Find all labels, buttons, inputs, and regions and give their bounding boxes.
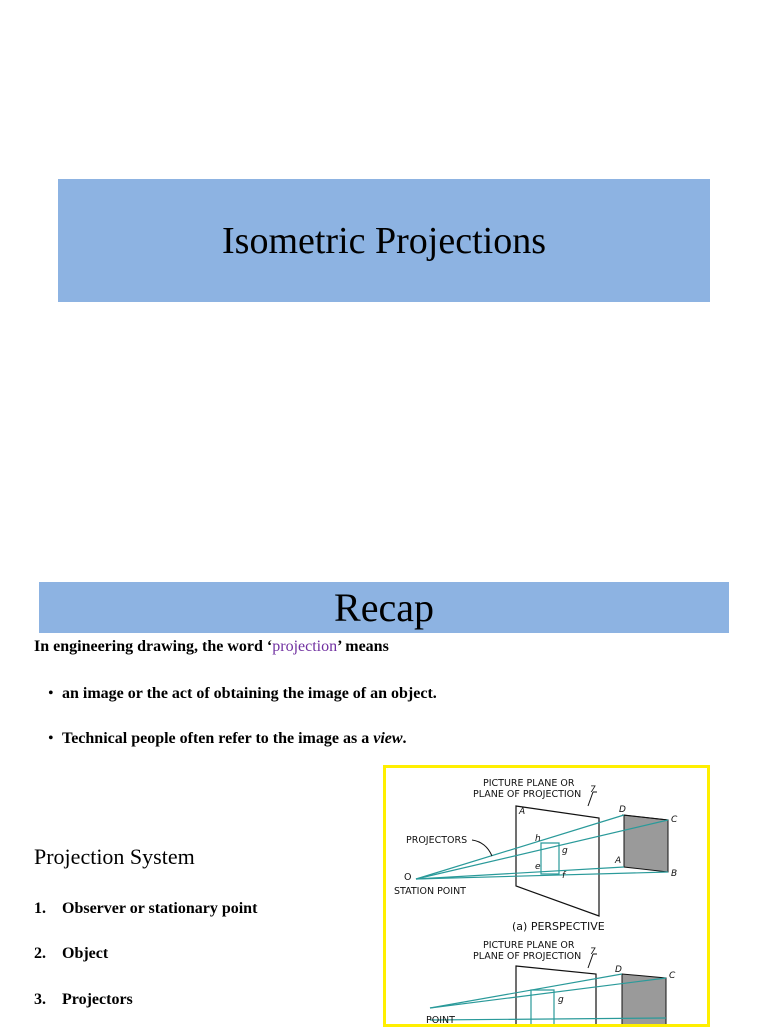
label-h: h	[535, 834, 541, 844]
bottom-plane-label-1: PICTURE PLANE OR	[483, 940, 575, 951]
bottom-projector-lines	[429, 973, 667, 1024]
label-seven: 7	[590, 785, 596, 795]
projectors-leader	[471, 839, 493, 857]
leader-line	[587, 791, 597, 807]
perspective-projection-figure: PICTURE PLANE OR PLANE OF PROJECTION 7 A…	[383, 765, 710, 1027]
label-g: g	[562, 846, 568, 856]
projector-lines	[415, 814, 669, 880]
label-c: C	[671, 815, 678, 825]
projectors-label: PROJECTORS	[406, 835, 467, 846]
bullet-dot: •	[48, 685, 54, 702]
bottom-point-label: POINT	[426, 1015, 455, 1024]
bottom-label-seven: 7	[590, 947, 596, 957]
list-number: 2.	[34, 945, 46, 962]
title-banner: Isometric Projections	[58, 179, 710, 302]
plane-label-2: PLANE OF PROJECTION	[473, 789, 581, 800]
list-number: 1.	[34, 900, 46, 917]
list-text: Observer or stationary point	[62, 900, 258, 917]
list-text: Projectors	[62, 991, 133, 1008]
station-point-label: STATION POINT	[394, 886, 466, 897]
list-item: 2. Object	[34, 945, 108, 963]
plane-label-1: PICTURE PLANE OR	[483, 778, 575, 789]
list-item: 1. Observer or stationary point	[34, 900, 257, 918]
object-edge	[621, 814, 669, 821]
projection-diagram: PICTURE PLANE OR PLANE OF PROJECTION 7 A…	[394, 778, 678, 1024]
label-f: f	[562, 871, 567, 881]
bullet-text: Technical people often refer to the imag…	[62, 730, 374, 747]
bullet-text: an image or the act of obtaining the ima…	[62, 685, 437, 702]
label-b: B	[671, 869, 677, 879]
intro-before: In engineering drawing, the word ‘	[34, 638, 273, 655]
list-text: Object	[62, 945, 109, 962]
bullet-italic: view	[373, 730, 403, 747]
o-label: O	[404, 872, 411, 883]
picture-plane	[515, 805, 600, 917]
object-face	[623, 814, 669, 873]
label-a: A	[614, 856, 621, 866]
list-item: 3. Projectors	[34, 991, 133, 1009]
bottom-leader-line	[587, 953, 597, 969]
label-a-top: A	[518, 807, 525, 817]
bullet-dot: •	[48, 730, 54, 747]
bottom-label-c: C	[669, 971, 676, 981]
bullet-item-2: • Technical people often refer to the ima…	[48, 730, 407, 748]
bullet-end: .	[402, 730, 407, 747]
bottom-object-face	[621, 973, 667, 1024]
intro-text: In engineering drawing, the word ‘projec…	[34, 638, 389, 656]
bullet-item-1: • an image or the act of obtaining the im…	[48, 685, 437, 703]
bottom-plane-label-2: PLANE OF PROJECTION	[473, 951, 581, 962]
label-e: e	[535, 862, 541, 872]
label-d: D	[619, 805, 626, 815]
bottom-label-d: D	[615, 965, 622, 975]
figure-caption: (a) PERSPECTIVE	[512, 920, 605, 933]
bottom-picture-plane	[515, 965, 597, 1024]
recap-banner: Recap	[39, 582, 729, 633]
section-heading: Projection System	[34, 844, 195, 869]
bottom-label-g: g	[558, 995, 564, 1005]
intro-highlight: projection	[272, 638, 338, 655]
recap-title: Recap	[334, 585, 434, 630]
intro-after: ’ means	[337, 638, 389, 655]
list-number: 3.	[34, 991, 46, 1008]
slide-title: Isometric Projections	[222, 219, 546, 262]
